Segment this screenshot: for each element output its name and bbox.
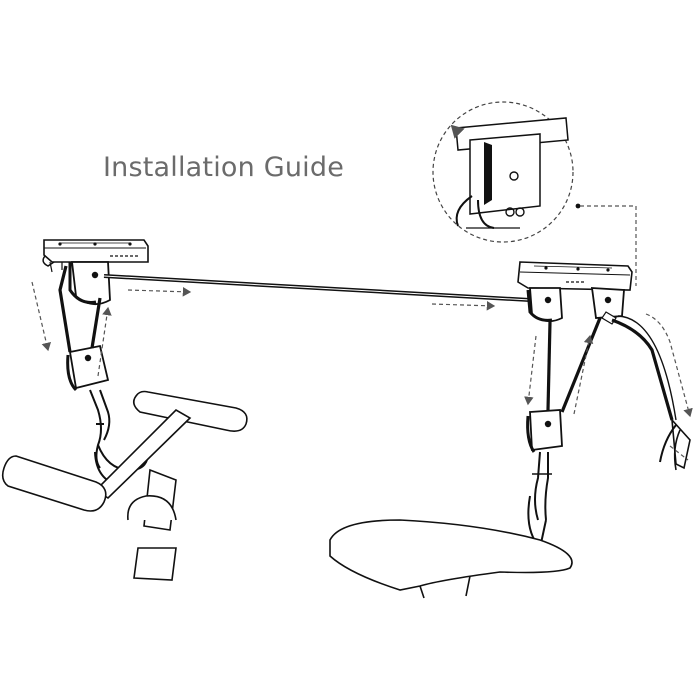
rope-tail bbox=[659, 417, 691, 471]
hook-right bbox=[527, 451, 552, 551]
pulley-left bbox=[68, 261, 111, 306]
rope-left bbox=[42, 255, 102, 353]
pulley-left-lower bbox=[66, 344, 110, 392]
ceiling-bracket-left bbox=[43, 239, 149, 273]
ceiling-bracket-right bbox=[517, 261, 633, 291]
rope-right bbox=[546, 315, 677, 421]
detail-callout bbox=[432, 101, 637, 286]
pulley-right-b bbox=[590, 287, 625, 325]
bicycle-saddle bbox=[329, 519, 573, 599]
direction-arrows bbox=[31, 281, 693, 461]
page-title: Installation Guide bbox=[103, 152, 345, 183]
pulley-right-lower bbox=[526, 409, 563, 453]
bicycle-handlebar bbox=[1, 390, 248, 581]
pulley-right-a bbox=[526, 287, 563, 323]
lift-rope bbox=[103, 274, 531, 302]
